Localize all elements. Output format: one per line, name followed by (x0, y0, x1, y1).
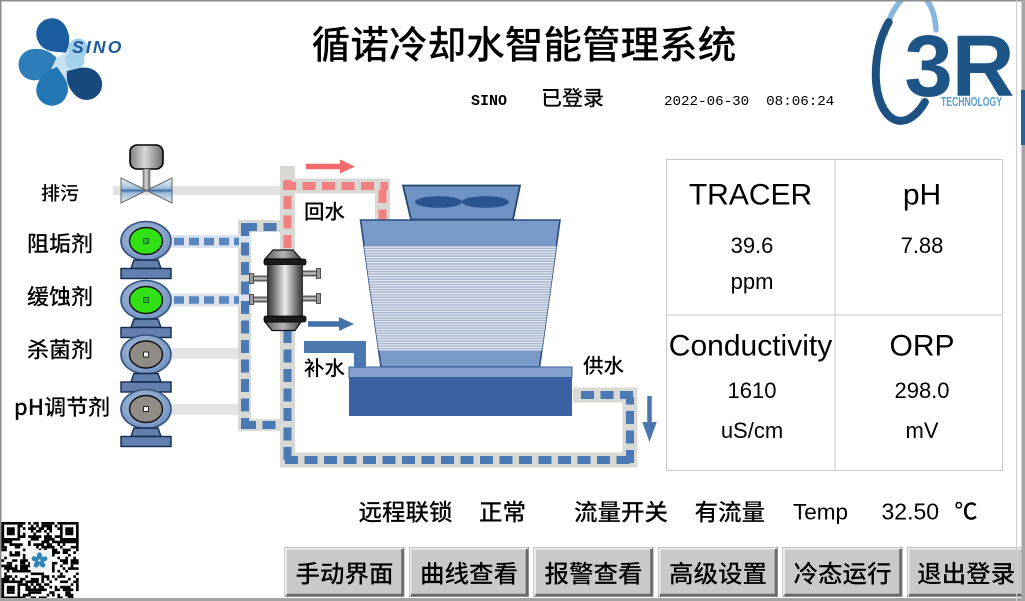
svg-text:pH: pH (903, 179, 941, 212)
svg-text:Temp: Temp (793, 500, 848, 525)
svg-text:39.6: 39.6 (731, 233, 774, 258)
svg-text:7.88: 7.88 (901, 233, 944, 258)
svg-text:ppm: ppm (731, 269, 774, 294)
svg-text:Conductivity: Conductivity (669, 330, 832, 363)
svg-text:mV: mV (906, 418, 939, 443)
svg-text:1610: 1610 (728, 378, 777, 403)
svg-text:2022-06-30 08:06:24: 2022-06-30 08:06:24 (664, 94, 834, 110)
svg-text:ORP: ORP (889, 330, 954, 363)
svg-text:TRACER: TRACER (689, 179, 812, 212)
svg-text:32.50: 32.50 (882, 499, 940, 525)
svg-text:TECHNOLOGY: TECHNOLOGY (941, 95, 1002, 109)
svg-text:3R: 3R (904, 18, 1013, 115)
svg-text:298.0: 298.0 (894, 378, 949, 403)
svg-text:SINO: SINO (471, 93, 507, 110)
svg-text:SINO: SINO (72, 37, 124, 57)
svg-text:uS/cm: uS/cm (721, 418, 783, 443)
